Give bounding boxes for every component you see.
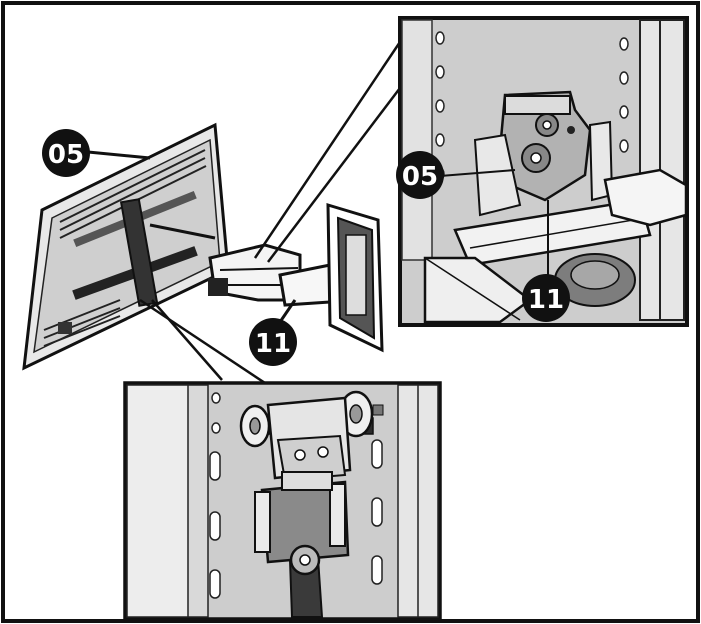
detail-panel-bottom [123, 381, 442, 621]
callout-main-arm: 11 [249, 299, 297, 366]
detail-panel-top-right [398, 16, 689, 327]
callout-detail-plate: 05 [396, 151, 444, 199]
tv-vents [43, 149, 207, 347]
wall-plate [326, 202, 384, 353]
tv-back-panel [22, 122, 230, 371]
leader-lines [139, 41, 402, 387]
callout-label-11: 11 [255, 329, 291, 359]
tv-and-mount-scene [22, 122, 384, 371]
callout-label-05: 05 [402, 162, 438, 192]
callout-label-11: 11 [528, 285, 564, 315]
callout-label-05: 05 [48, 140, 84, 170]
callout-main-plate: 05 [42, 129, 151, 177]
callout-detail-arm: 11 [522, 274, 570, 322]
